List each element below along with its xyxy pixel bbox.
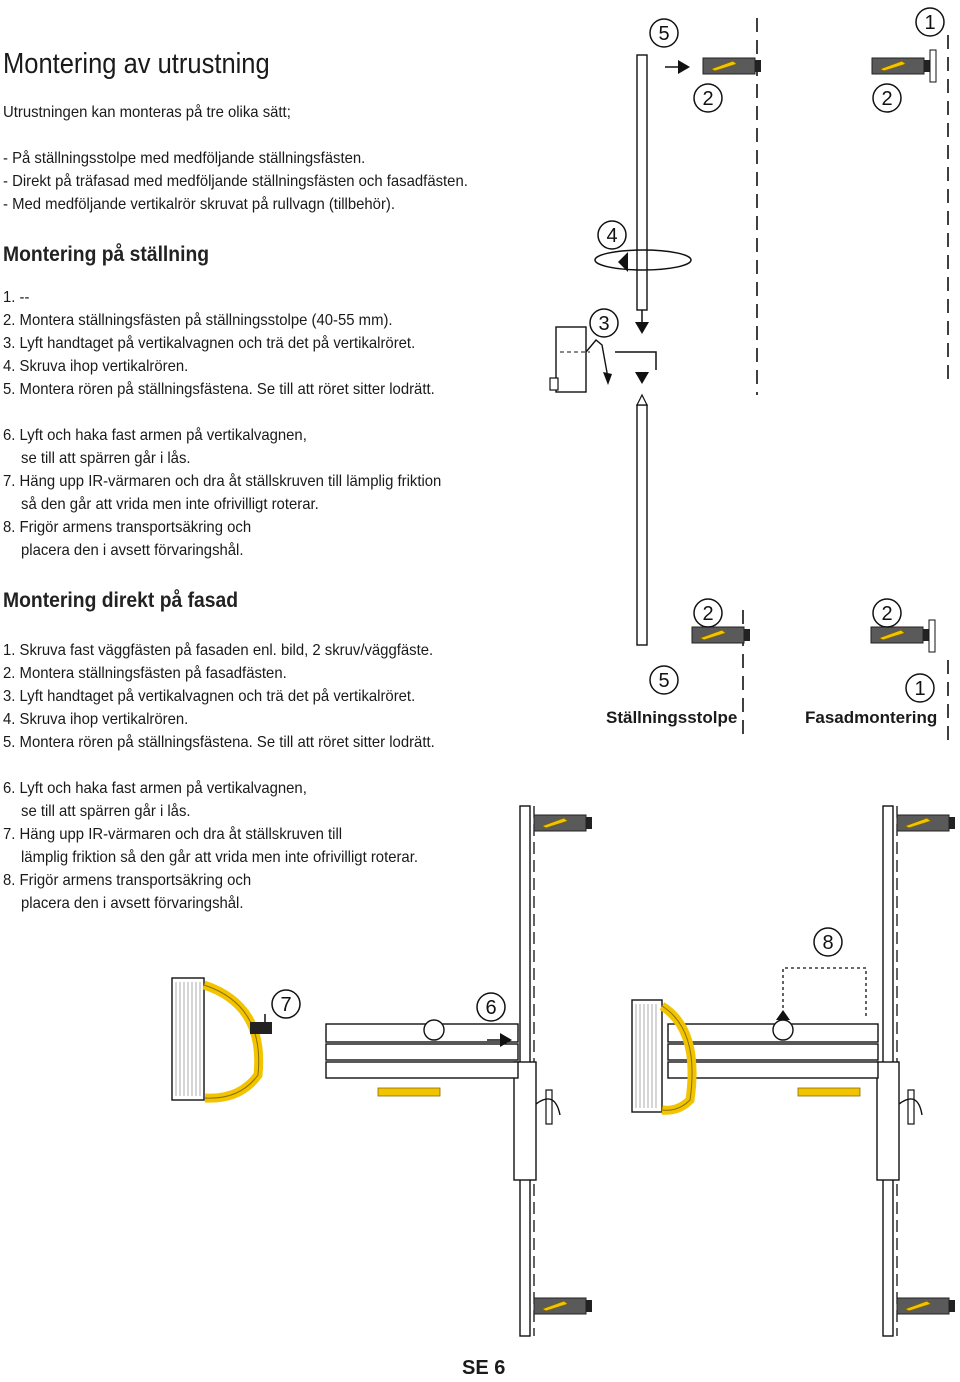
section-heading-stallning: Montering på ställning — [3, 243, 210, 266]
caption-fasadmontering: Fasadmontering — [805, 708, 938, 727]
step-item: 3. Lyft handtaget på vertikalvagnen och … — [3, 335, 416, 352]
callout-circle — [872, 598, 902, 628]
intro-text: Utrustningen kan monteras på tre olika s… — [3, 104, 291, 121]
callout-number: 2 — [702, 88, 713, 110]
section-heading-fasad: Montering direkt på fasad — [3, 589, 239, 612]
callout-circle — [813, 927, 843, 957]
callout-circle — [915, 7, 945, 37]
step-item: 4. Skruva ihop vertikalrören. — [3, 711, 189, 728]
callout-number: 2 — [881, 88, 892, 110]
step-item: placera den i avsett förvaringshål. — [21, 895, 244, 912]
method-item: - Med medföljande vertikalrör skruvat på… — [3, 196, 396, 213]
step-item: 1. Skruva fast väggfästen på fasaden enl… — [3, 642, 434, 659]
step-item: 6. Lyft och haka fast armen på vertikalv… — [3, 427, 307, 444]
callout-circle — [872, 83, 902, 113]
step-item: se till att spärren går i lås. — [21, 450, 191, 467]
callout-number: 5 — [658, 23, 669, 45]
step-item: 8. Frigör armens transportsäkring och — [3, 872, 252, 889]
callout-circle — [693, 83, 723, 113]
step-item: 8. Frigör armens transportsäkring och — [3, 519, 252, 536]
callout-number: 7 — [280, 994, 291, 1016]
callout-circle — [649, 18, 679, 48]
callout-number: 2 — [881, 603, 892, 625]
step-item: 5. Montera rören på ställningsfästena. S… — [3, 734, 435, 751]
page-title: Montering av utrustning — [3, 48, 270, 80]
step-item: 4. Skruva ihop vertikalrören. — [3, 358, 189, 375]
step-item: lämplig friktion så den går att vrida me… — [21, 849, 418, 866]
step-item: 2. Montera ställningsfästen på fasadfäst… — [3, 665, 287, 682]
step-item: så den går att vrida men inte ofrivillig… — [21, 496, 319, 513]
step-item: 3. Lyft handtaget på vertikalvagnen och … — [3, 688, 416, 705]
step-item: 2. Montera ställningsfästen på ställning… — [3, 312, 393, 329]
step-item: 7. Häng upp IR-värmaren och dra åt ställ… — [3, 826, 343, 843]
step-item: se till att spärren går i lås. — [21, 803, 191, 820]
callout-circle — [693, 598, 723, 628]
step-item: placera den i avsett förvaringshål. — [21, 542, 244, 559]
step-item: 5. Montera rören på ställningsfästena. S… — [3, 381, 435, 398]
caption-stallningsstolpe: Ställningsstolpe — [606, 708, 738, 727]
step-item: 7. Häng upp IR-värmaren och dra åt ställ… — [3, 473, 442, 490]
callout-number: 3 — [598, 313, 609, 335]
callout-number: 2 — [702, 603, 713, 625]
callout-circle — [476, 992, 506, 1022]
callout-circle — [271, 989, 301, 1019]
callout-circle — [597, 220, 627, 250]
method-item: - Direkt på träfasad med medföljande stä… — [3, 173, 468, 190]
callout-number: 1 — [924, 12, 935, 34]
callout-number: 6 — [485, 997, 496, 1019]
callout-number: 1 — [914, 678, 925, 700]
step-item: 6. Lyft och haka fast armen på vertikalv… — [3, 780, 307, 797]
page-number: SE 6 — [462, 1357, 506, 1379]
callout-number: 4 — [606, 225, 617, 247]
callout-number: 5 — [658, 670, 669, 692]
callout-circle — [649, 665, 679, 695]
step-item: 1. -- — [3, 289, 30, 306]
callout-circle — [589, 308, 619, 338]
method-item: - På ställningsstolpe med medföljande st… — [3, 150, 366, 167]
callout-number: 8 — [822, 932, 833, 954]
callout-circle — [905, 673, 935, 703]
